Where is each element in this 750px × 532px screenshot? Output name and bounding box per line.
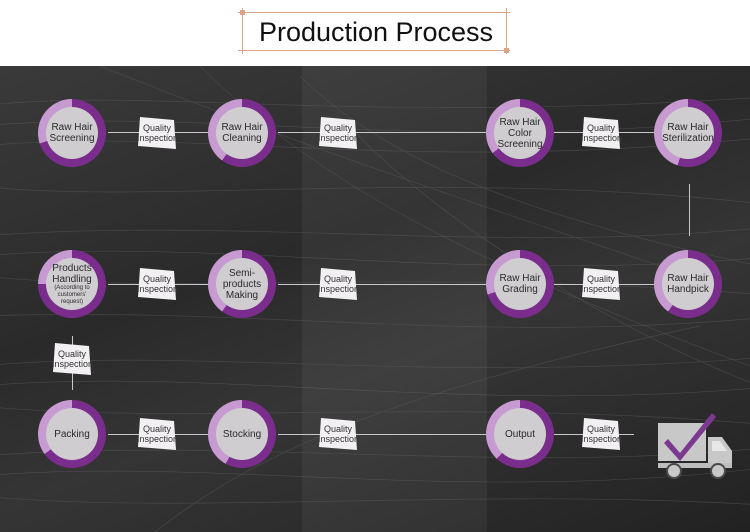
quality-inspection-label: Quality Inspection [137,123,179,143]
step-label: Packing [54,428,90,440]
step-label: Cleaning [222,133,262,144]
quality-inspection-tag: Quality Inspection [318,116,360,150]
frame-line [506,8,507,54]
step-note: request) [60,298,83,305]
title-frame [238,8,510,54]
step-label: Raw Hair [499,273,541,284]
quality-inspection-tag: Quality Inspection [137,116,179,150]
header: Production Process [0,0,750,66]
hair-background [0,66,750,532]
step-label: Screening [49,133,95,144]
frame-line [242,8,243,54]
frame-corner [240,10,245,15]
step-label: Products [52,262,92,274]
quality-inspection-label: Quality Inspection [581,274,623,294]
quality-inspection-tag: Quality Inspection [318,267,360,301]
quality-inspection-tag: Quality Inspection [137,267,179,301]
quality-inspection-label: Quality Inspection [581,424,623,444]
step-note: customers' [57,291,87,298]
step-label: Stocking [222,428,262,440]
step-label: Raw Hair [667,273,709,284]
delivery-truck-icon [658,413,732,479]
step-label: Semi-products [222,267,262,290]
quality-inspection-label: Quality Inspection [137,424,179,444]
quality-inspection-label: Quality Inspection [318,274,360,294]
quality-inspection-tag: Quality Inspection [318,417,360,451]
frame-corner [504,48,509,53]
step-label: Making [225,289,259,301]
step-packing: Packing [38,400,106,468]
frame-line [238,50,510,51]
step-label: Raw Hair [51,122,93,133]
step-label: Raw Hair [499,116,541,128]
quality-inspection-label: Quality Inspection [52,349,94,369]
connector-line [278,434,486,435]
quality-inspection-tag: Quality Inspection [581,417,623,451]
frame-line [238,12,510,13]
step-label: Screening [497,138,543,150]
step-note: (According to [54,284,90,291]
step-label: Color [508,127,532,139]
step-output: Output [486,400,554,468]
quality-inspection-label: Quality Inspection [318,424,360,444]
quality-inspection-tag: Quality Inspection [52,342,94,376]
connector-line [278,132,486,133]
quality-inspection-tag: Quality Inspection [581,267,623,301]
quality-inspection-label: Quality Inspection [137,274,179,294]
hair-strands [0,66,750,532]
quality-inspection-tag: Quality Inspection [137,417,179,451]
quality-inspection-label: Quality Inspection [581,123,623,143]
step-label: Handling [52,273,92,285]
step-label: Output [504,428,536,440]
step-label: Grading [502,284,538,295]
connector-line [689,184,690,236]
quality-inspection-label: Quality Inspection [318,123,360,143]
step-stocking: Stocking [208,400,276,468]
step-label: Raw Hair [221,122,263,133]
quality-inspection-tag: Quality Inspection [581,116,623,150]
step-label: Sterilization [662,133,714,144]
connector-line [278,284,486,285]
page-title: Production Process [258,17,494,47]
step-label: Raw Hair [667,122,709,133]
step-label: Handpick [667,284,709,295]
